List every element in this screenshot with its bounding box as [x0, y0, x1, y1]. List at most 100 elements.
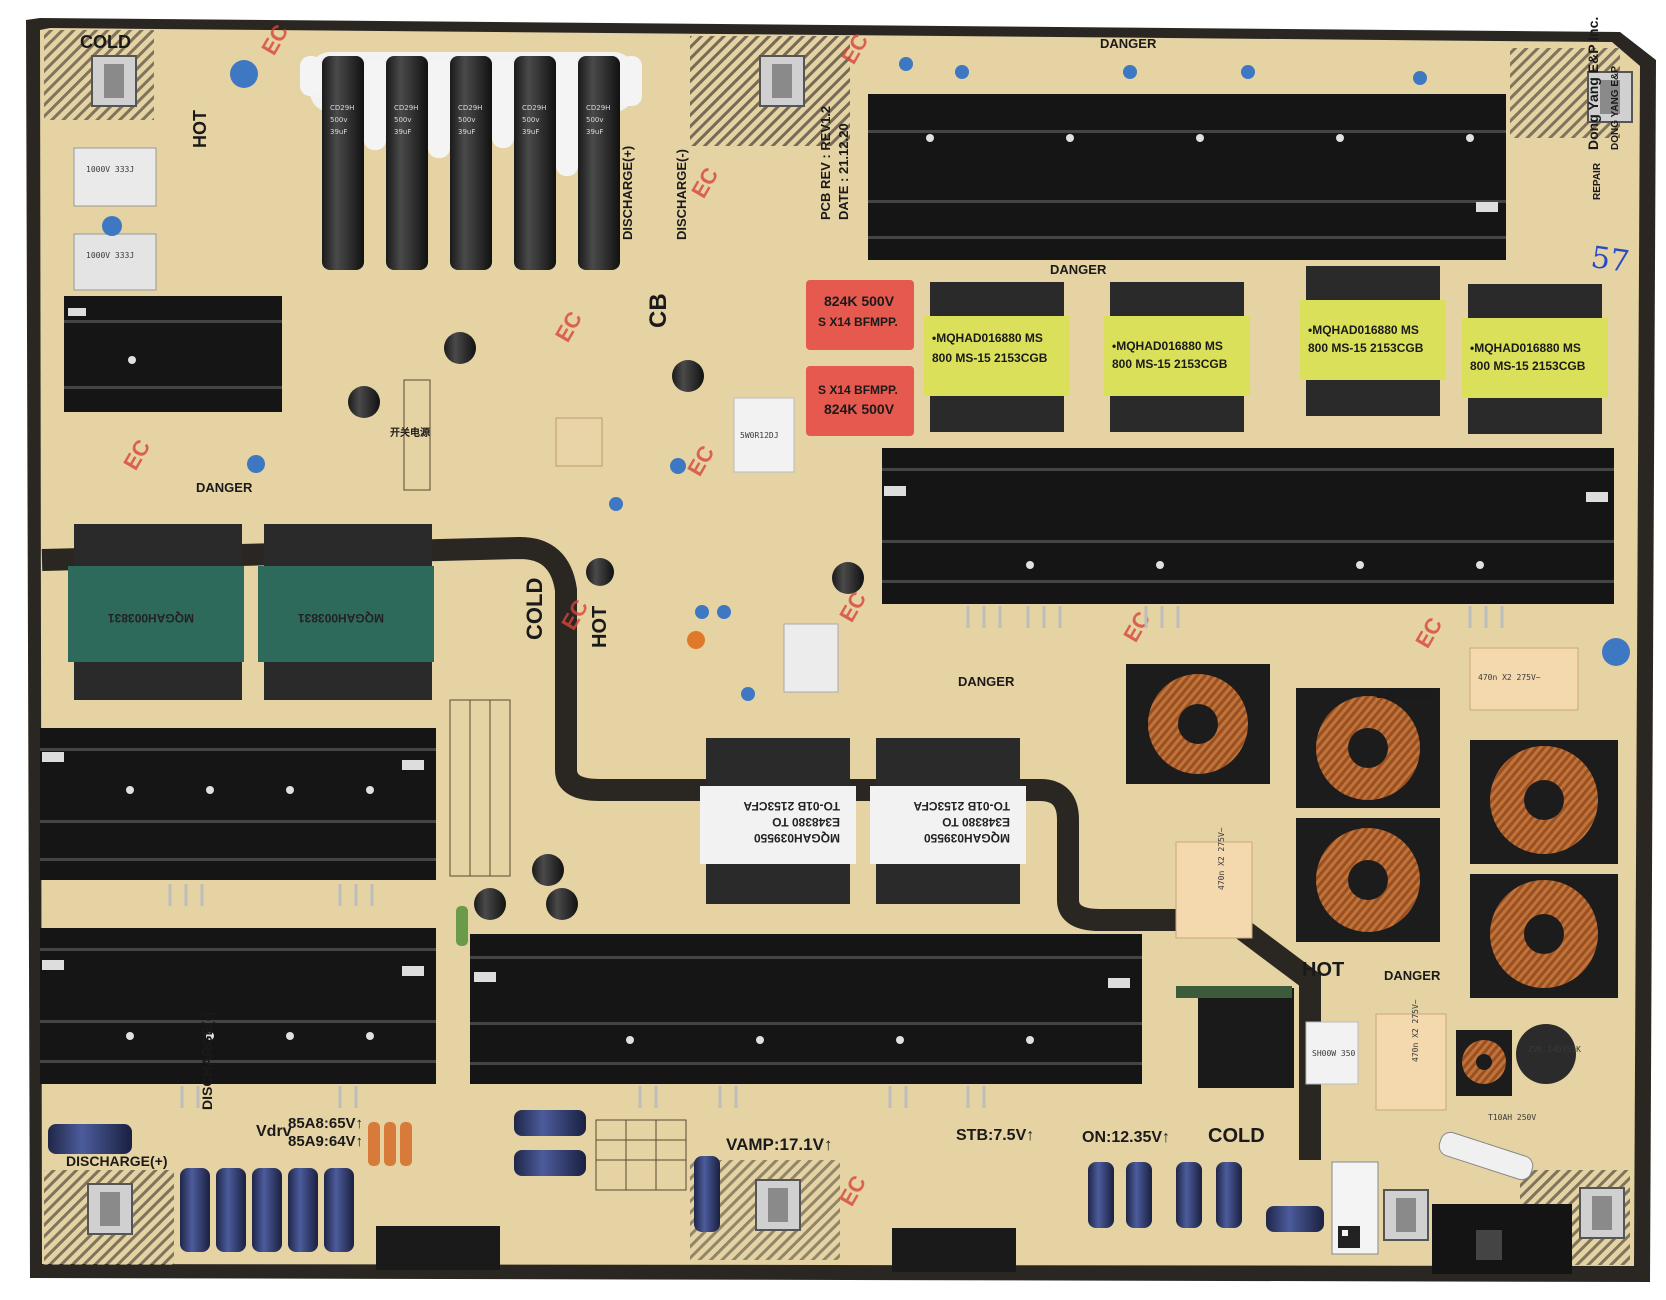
vdrv-label: Vdrv [256, 1123, 292, 1140]
transformer-yellow-2: •MQHAD016880 MS 800 MS-15 2153CGB [1104, 282, 1250, 432]
blue-ceramic-caps [102, 57, 1630, 701]
svg-text:800 MS-15 2153CGB: 800 MS-15 2153CGB [932, 351, 1048, 365]
svg-text:CD29H: CD29H [522, 104, 546, 112]
mount-bracket-top-left [91, 55, 137, 107]
transformer-yellow-3: •MQHAD016880 MS 800 MS-15 2153CGB [1300, 266, 1446, 416]
on-label: ON:12.35V↑ [1082, 1129, 1170, 1146]
svg-text:800 MS-15 2153CGB: 800 MS-15 2153CGB [1470, 359, 1586, 373]
x2-cap-mid: 470n X2 275V~ [1175, 827, 1253, 939]
discharge-minus-bottom: DISCHARGE(-) [199, 1012, 215, 1110]
hot-label-left: HOT [190, 110, 210, 148]
discharge-plus-bottom: DISCHARGE(+) [66, 1153, 168, 1169]
svg-text:E348380 TO: E348380 TO [942, 815, 1010, 829]
cold-label-top-left: COLD [80, 32, 131, 52]
vdrv-value-a: 85A8:65V↑ [288, 1115, 363, 1132]
svg-text:39uF: 39uF [522, 128, 539, 136]
svg-text:ZVR 14D751K: ZVR 14D751K [1528, 1045, 1581, 1054]
svg-text:1000V 333J: 1000V 333J [86, 165, 134, 174]
transformer-white-2: MQGAH039550 E348380 TO TO-01B 2153CFA [870, 738, 1026, 904]
mount-bracket-bottom-mid [755, 1179, 801, 1231]
axial-resistors [368, 906, 468, 1166]
red-film-cap-bottom: S X14 BFMPP. 824K 500V [806, 366, 914, 436]
ac-input-connector [1432, 1204, 1572, 1274]
hot-label-mid: HOT [589, 606, 611, 648]
transformer-green-1: MQGAH003831 [68, 524, 244, 700]
isolation-trace [41, 536, 1321, 1160]
discharge-minus-label: DISCHARGE(-) [674, 149, 689, 240]
pcb-revision: PCB REV : REV1.2 [818, 106, 833, 220]
svg-text:CD29H: CD29H [458, 104, 482, 112]
vdrv-value-b: 85A9:64V↑ [288, 1133, 363, 1150]
pcb-date: DATE : 21.12.20 [836, 123, 851, 220]
mount-bracket-bottom-right [1383, 1187, 1625, 1241]
orange-ceramic-cap [687, 631, 705, 649]
svg-text:500v: 500v [458, 116, 476, 124]
handwritten-mark: 57 [1589, 240, 1632, 280]
transformer-yellow-4: •MQHAD016880 MS 800 MS-15 2153CGB [1462, 284, 1608, 434]
svg-text:824K 500V: 824K 500V [824, 293, 895, 309]
cement-resistor: 5W0R12DJ [733, 397, 795, 473]
repair-label: REPAIR [1592, 162, 1603, 200]
film-cap-1000v-2: 1000V 333J [73, 233, 157, 291]
film-cap-tan [555, 417, 603, 467]
small-electrolytics [348, 332, 864, 920]
varistor: ZVR 14D751K [1516, 1024, 1581, 1084]
svg-text:5W0R12DJ: 5W0R12DJ [740, 431, 779, 440]
transformer-white-1: MQGAH039550 E348380 TO TO-01B 2153CFA [700, 738, 856, 904]
switch-cn-label: 开关电源 [390, 426, 430, 439]
svg-text:500v: 500v [394, 116, 412, 124]
svg-text:S X14 BFMPP.: S X14 BFMPP. [818, 315, 898, 329]
svg-text:470n X2 275V~: 470n X2 275V~ [1217, 827, 1226, 890]
svg-text:800 MS-15 2153CGB: 800 MS-15 2153CGB [1308, 341, 1424, 355]
x2-cap-right: 470n X2 275V~ [1469, 647, 1579, 711]
danger-label-right: DANGER [1376, 686, 1433, 701]
svg-text:CD29H: CD29H [330, 104, 354, 112]
svg-text:500v: 500v [586, 116, 604, 124]
fuse: T10AH 250V [1438, 1113, 1536, 1181]
svg-text:470n X2 275V~: 470n X2 275V~ [1478, 673, 1541, 682]
stb-label: STB:7.5V↑ [956, 1127, 1034, 1144]
maker-label: Dong Yang E&P Inc. [1585, 17, 1601, 150]
mount-bracket-top-right [1587, 71, 1633, 123]
svg-text:CD29H: CD29H [586, 104, 610, 112]
svg-text:E348380 TO: E348380 TO [772, 815, 840, 829]
svg-text:•MQHAD016880 MS: •MQHAD016880 MS [932, 331, 1043, 345]
heatsink-left-1 [40, 728, 436, 880]
svg-text:TO-01B 2153CFA: TO-01B 2153CFA [913, 799, 1010, 813]
svg-text:500v: 500v [330, 116, 348, 124]
svg-text:MQGAH003831: MQGAH003831 [108, 611, 194, 625]
cold-label-mid: COLD [522, 578, 547, 640]
heatsink-top-right [868, 94, 1506, 260]
hot-label-right: HOT [1302, 959, 1344, 981]
svg-text:•MQHAD016880 MS: •MQHAD016880 MS [1112, 339, 1223, 353]
danger-label-top: DANGER [1100, 36, 1157, 51]
danger-label-center: DANGER [958, 674, 1015, 689]
film-cap-1000v: 1000V 333J [73, 147, 157, 207]
cb-label: CB [645, 293, 672, 328]
svg-text:•MQHAD016880 MS: •MQHAD016880 MS [1308, 323, 1419, 337]
svg-text:S X14 BFMPP.: S X14 BFMPP. [818, 383, 898, 397]
svg-text:CD29H: CD29H [394, 104, 418, 112]
x2-cap-bottom: 470n X2 275V~ [1375, 999, 1447, 1111]
relay [1176, 986, 1294, 1088]
danger-label-right-2: DANGER [1384, 968, 1441, 983]
vamp-label: VAMP:17.1V↑ [726, 1135, 832, 1154]
svg-text:•MQHAD016880 MS: •MQHAD016880 MS [1470, 341, 1581, 355]
white-resistor-bottom: SH00W 350 [1305, 1021, 1359, 1085]
svg-text:500v: 500v [522, 116, 540, 124]
transistor-legs [168, 606, 1504, 1108]
svg-text:1000V 333J: 1000V 333J [86, 251, 134, 260]
heatsink-screws [126, 134, 1484, 1044]
film-cap-small-white [783, 623, 839, 693]
cold-label-bottom: COLD [1208, 1125, 1265, 1147]
svg-text:MQGAH003831: MQGAH003831 [298, 611, 384, 625]
heatsink-top-left [64, 296, 282, 412]
svg-text:T10AH 250V: T10AH 250V [1488, 1113, 1536, 1122]
svg-text:800 MS-15 2153CGB: 800 MS-15 2153CGB [1112, 357, 1228, 371]
svg-text:824K 500V: 824K 500V [824, 401, 895, 417]
svg-text:39uF: 39uF [394, 128, 411, 136]
danger-label-mid: DANGER [1050, 262, 1107, 277]
transformer-yellow-1: •MQHAD016880 MS 800 MS-15 2153CGB [924, 282, 1070, 432]
